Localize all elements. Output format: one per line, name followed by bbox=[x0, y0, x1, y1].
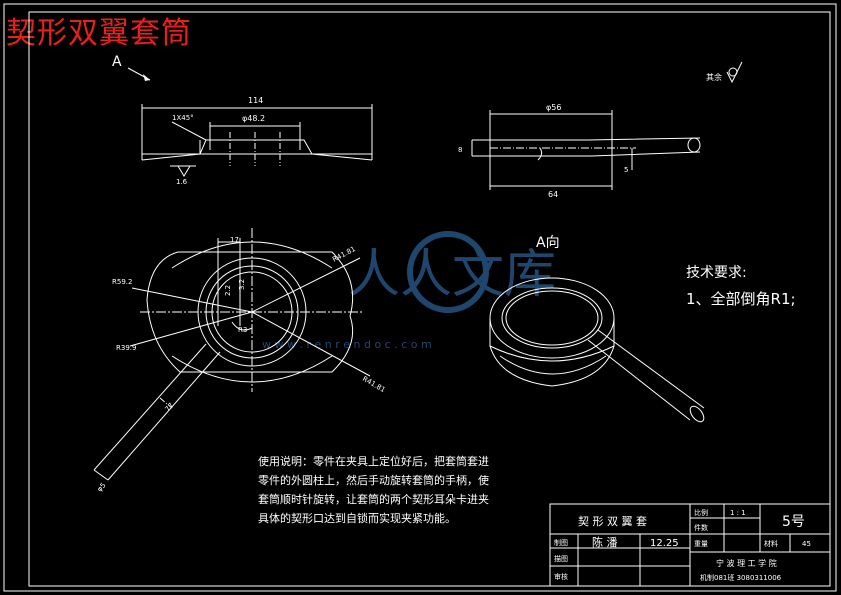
dim-side-height-right: 5 bbox=[624, 166, 628, 174]
dim-handle-length: 77 bbox=[164, 401, 176, 413]
dim-top-length: 114 bbox=[248, 96, 263, 105]
dim-plan-width: 17 bbox=[230, 236, 239, 244]
dim-side-height-left: 8 bbox=[458, 146, 462, 154]
title-block-material-value: 45 bbox=[802, 540, 811, 548]
dim-side-diameter: φ56 bbox=[546, 103, 561, 112]
roughness-symbol bbox=[726, 61, 743, 84]
dim-side-length: 64 bbox=[548, 190, 558, 199]
title-block-scale-value: 1 : 1 bbox=[730, 509, 746, 517]
title-block-sheet-label: 件数 bbox=[694, 523, 708, 532]
title-block-check-label: 审核 bbox=[554, 572, 568, 581]
dim-r-right-top: R41.81 bbox=[331, 245, 357, 264]
usage-note: 使用说明：零件在夹具上定位好后，把套筒套进零件的外圆柱上，然后手动旋转套筒的手柄… bbox=[258, 455, 489, 525]
technical-requirements-title: 技术要求: bbox=[686, 265, 747, 281]
dim-chamfer: 1X45° bbox=[172, 114, 194, 122]
dim-r-right-bottom: R41.81 bbox=[361, 375, 387, 394]
technical-requirement-item: 1、全部倒角R1; bbox=[686, 290, 796, 308]
dim-roughness: 1.6 bbox=[176, 178, 188, 186]
dim-handle-dia: φ5 bbox=[96, 481, 108, 493]
title-block-school: 宁 波 理 工 学 院 bbox=[716, 558, 777, 568]
watermark: 人人文库 w w w . r e n r e n d o c . c o m bbox=[262, 231, 556, 351]
title-block-lines bbox=[549, 503, 831, 587]
view-a-label: A向 bbox=[536, 235, 560, 251]
title-block-drawn-name: 陈 潘 bbox=[592, 535, 618, 549]
isometric-view bbox=[489, 277, 705, 423]
watermark-text: 人人文库 bbox=[348, 245, 556, 305]
dim-plan-offset: 3.2 bbox=[238, 279, 246, 290]
title-block-name: 契 形 双 翼 套 bbox=[578, 514, 647, 528]
section-arrowhead bbox=[143, 74, 150, 81]
title-block-drawing-no: 5号 bbox=[782, 514, 805, 530]
watermark-ring bbox=[407, 231, 489, 313]
watermark-url: w w w . r e n r e n d o c . c o m bbox=[262, 338, 432, 351]
title-block-drawn-label: 制图 bbox=[554, 538, 568, 547]
title-block-class: 机制081班 3080311006 bbox=[700, 573, 782, 582]
section-letter: A bbox=[112, 54, 122, 70]
title-block-weight-label: 重量 bbox=[694, 540, 708, 548]
title-block-design-label: 描图 bbox=[554, 554, 568, 563]
title-block-material-label: 材料 bbox=[764, 539, 778, 548]
side-view bbox=[471, 110, 701, 190]
dim-r-inner: R3 bbox=[238, 326, 247, 334]
title-block-scale-label: 比例 bbox=[694, 508, 708, 517]
front-view bbox=[141, 104, 373, 177]
roughness-label: 其余 bbox=[706, 73, 722, 82]
dim-r-left-bottom: R39.9 bbox=[116, 344, 136, 352]
plan-view bbox=[93, 228, 371, 481]
dim-r-left-top: R59.2 bbox=[112, 278, 132, 286]
dim-plan-small: 2.2 bbox=[224, 285, 232, 296]
title-block-drawn-date: 12.25 bbox=[650, 538, 679, 549]
drawing-title: 契形双翼套筒 bbox=[6, 16, 192, 51]
section-arrow bbox=[127, 67, 151, 81]
dim-top-diameter: φ48.2 bbox=[242, 114, 265, 123]
